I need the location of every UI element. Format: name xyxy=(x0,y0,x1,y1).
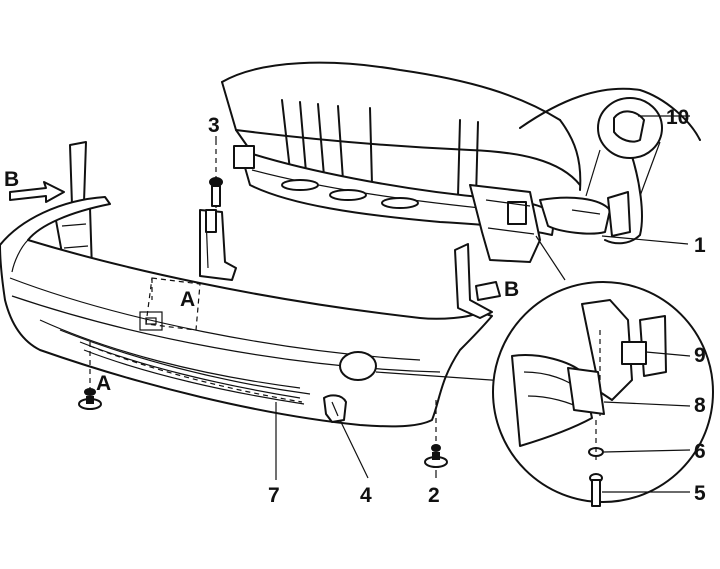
detail-bolt xyxy=(589,420,603,507)
fastener-a xyxy=(78,342,102,410)
callout-5: 5 xyxy=(694,482,706,505)
leader-lines xyxy=(215,115,691,493)
callout-labels: 3 10 1 9 8 6 5 7 4 2 A A B B xyxy=(4,106,706,507)
detail-bumper-end xyxy=(511,354,605,447)
callout-2: 2 xyxy=(428,484,440,507)
callout-9: 9 xyxy=(694,344,706,367)
callout-3: 3 xyxy=(208,114,220,137)
bumper-cover xyxy=(0,196,493,428)
detail-10 xyxy=(585,97,663,197)
callout-6: 6 xyxy=(694,440,706,463)
mount-a-region xyxy=(139,277,201,331)
callout-10: 10 xyxy=(666,106,689,129)
fastener-2 xyxy=(424,400,448,468)
callout-a-mount: A xyxy=(180,288,195,311)
headlight-area xyxy=(539,191,631,237)
right-guide-bracket xyxy=(454,243,501,319)
callout-4: 4 xyxy=(360,484,372,507)
callout-b-left: B xyxy=(4,168,19,191)
cross-member xyxy=(233,145,556,263)
mounting-bracket xyxy=(199,209,237,281)
callout-1: 1 xyxy=(694,234,706,257)
callout-a-fastener: A xyxy=(96,372,111,395)
clip-4 xyxy=(323,394,347,423)
arrow-b-left xyxy=(9,181,65,203)
detail-circle xyxy=(375,235,714,507)
bracket-bolt xyxy=(209,140,223,210)
callout-b-right: B xyxy=(504,278,519,301)
callout-8: 8 xyxy=(694,394,706,417)
callout-7: 7 xyxy=(268,484,280,507)
